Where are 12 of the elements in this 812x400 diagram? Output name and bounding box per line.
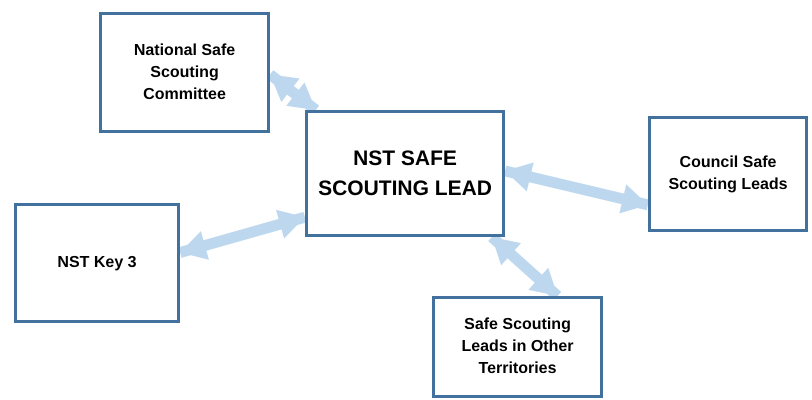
org-box (14, 203, 180, 323)
double-arrow (504, 162, 650, 214)
box-label: Safe Scouting Leads in Other Territories (460, 315, 575, 379)
box-label: Council Safe Scouting Leads (667, 153, 789, 195)
box-label: NST SAFE SCOUTING LEAD (317, 146, 493, 202)
org-box (305, 110, 505, 237)
double-arrow (178, 210, 307, 260)
org-box (99, 12, 270, 133)
box-label: NST Key 3 (57, 253, 137, 273)
box-label: National Safe Scouting Committee (132, 40, 236, 104)
org-box (432, 296, 603, 398)
org-box (648, 116, 808, 232)
